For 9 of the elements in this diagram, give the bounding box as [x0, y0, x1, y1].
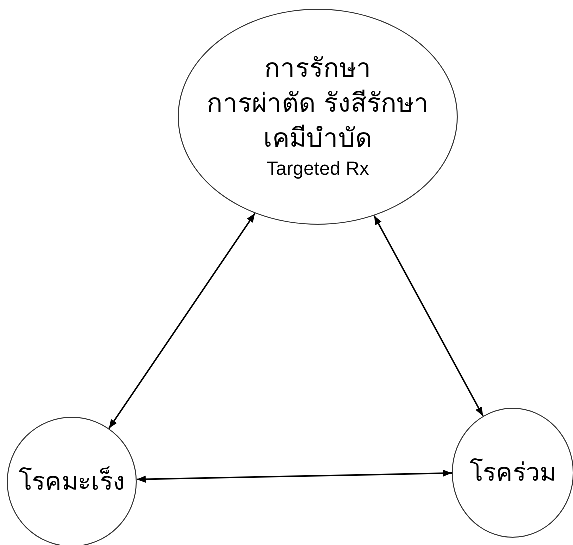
double-arrow	[136, 470, 452, 484]
label-text: โรคร่วม	[470, 457, 556, 490]
heading: การรักษา	[264, 52, 372, 86]
double-arrow	[108, 213, 256, 430]
label-text: Targeted Rx	[266, 158, 370, 182]
label-text: การผ่าตัด รังสีรักษา	[206, 88, 430, 121]
label-text: โรคมะเร็ง	[19, 466, 125, 498]
double-arrow	[374, 216, 484, 417]
label-text: เคมีบำบัด	[264, 122, 372, 156]
